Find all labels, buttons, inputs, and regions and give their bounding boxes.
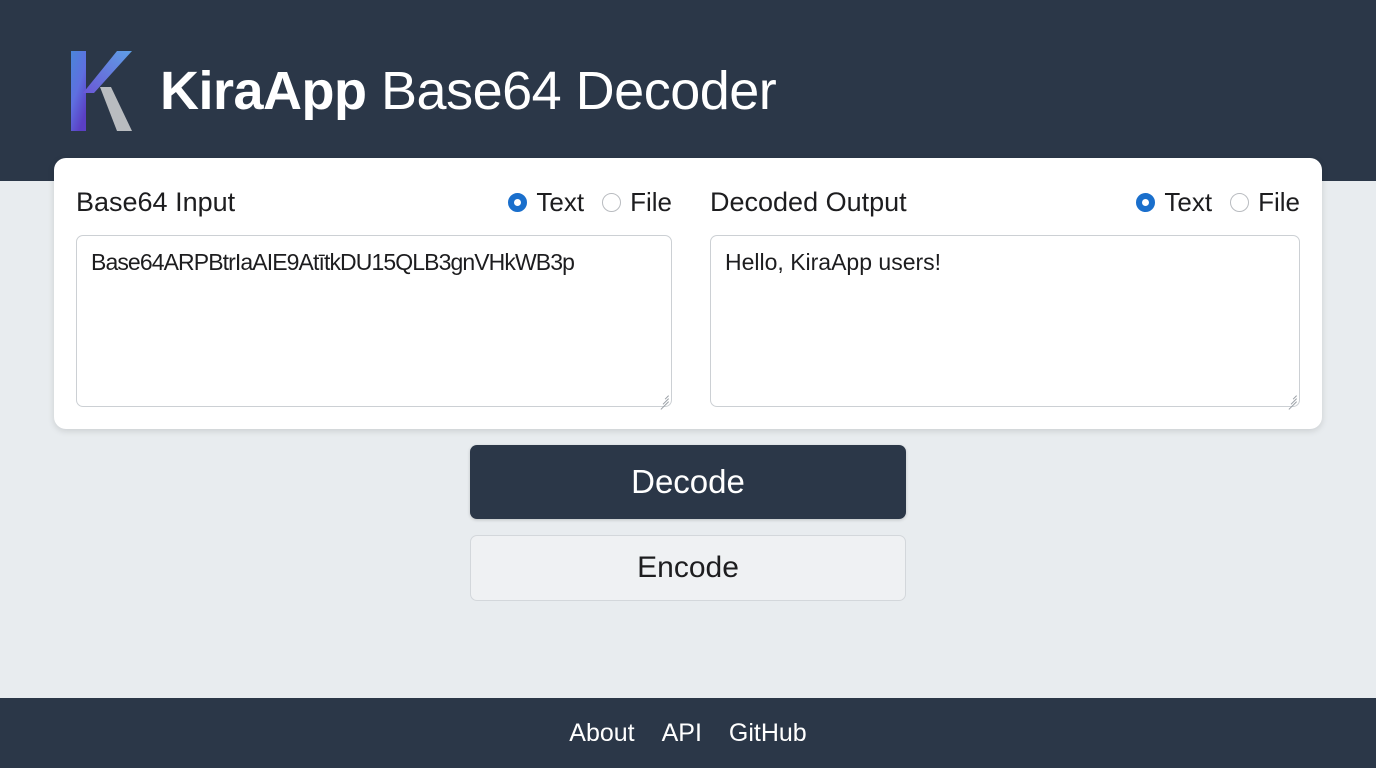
brand-name: KiraApp: [160, 60, 367, 121]
action-buttons: Decode Encode: [470, 445, 906, 601]
app-footer: About API GitHub: [0, 698, 1376, 768]
output-mode-radio-group: Text File: [1136, 187, 1300, 218]
input-panel-title: Base64 Input: [76, 187, 236, 217]
output-panel-title: Decoded Output: [710, 187, 907, 217]
decode-button[interactable]: Decode: [470, 445, 906, 519]
radio-unselected-icon[interactable]: [1230, 193, 1250, 212]
kiraapp-k-logo-icon: [71, 50, 132, 131]
output-panel: Decoded Output Text File: [688, 184, 1302, 410]
input-mode-text-label: Text: [536, 187, 585, 217]
input-panel-header: Base64 Input Text File: [76, 184, 672, 221]
output-mode-text-option[interactable]: Text: [1136, 187, 1212, 218]
brand-subtitle: Base64 Decoder: [366, 60, 777, 121]
encode-button[interactable]: Encode: [470, 535, 906, 601]
output-mode-file-label: File: [1258, 187, 1300, 217]
input-mode-file-label: File: [630, 187, 672, 217]
output-panel-header: Decoded Output Text File: [710, 184, 1300, 221]
input-panel: Base64 Input Text File: [74, 184, 688, 410]
output-mode-text-label: Text: [1164, 187, 1213, 217]
input-mode-radio-group: Text File: [508, 187, 672, 218]
output-mode-file-option[interactable]: File: [1230, 187, 1300, 218]
converter-card: Base64 Input Text File: [54, 158, 1322, 429]
footer-link-about[interactable]: About: [569, 718, 635, 747]
input-mode-file-option[interactable]: File: [602, 187, 672, 218]
decoded-output-textarea[interactable]: [710, 235, 1300, 407]
app-title: KiraApp Base64 Decoder: [160, 60, 777, 121]
app-header: KiraApp Base64 Decoder: [0, 0, 1376, 181]
output-textarea-wrap: [710, 235, 1300, 410]
base64-input-textarea[interactable]: [76, 235, 672, 407]
footer-link-github[interactable]: GitHub: [728, 718, 807, 747]
radio-unselected-icon[interactable]: [602, 193, 622, 212]
radio-selected-icon[interactable]: [508, 193, 528, 212]
input-textarea-wrap: [76, 235, 672, 410]
input-mode-text-option[interactable]: Text: [508, 187, 584, 218]
footer-link-api[interactable]: API: [661, 718, 702, 747]
radio-selected-icon[interactable]: [1136, 193, 1156, 212]
